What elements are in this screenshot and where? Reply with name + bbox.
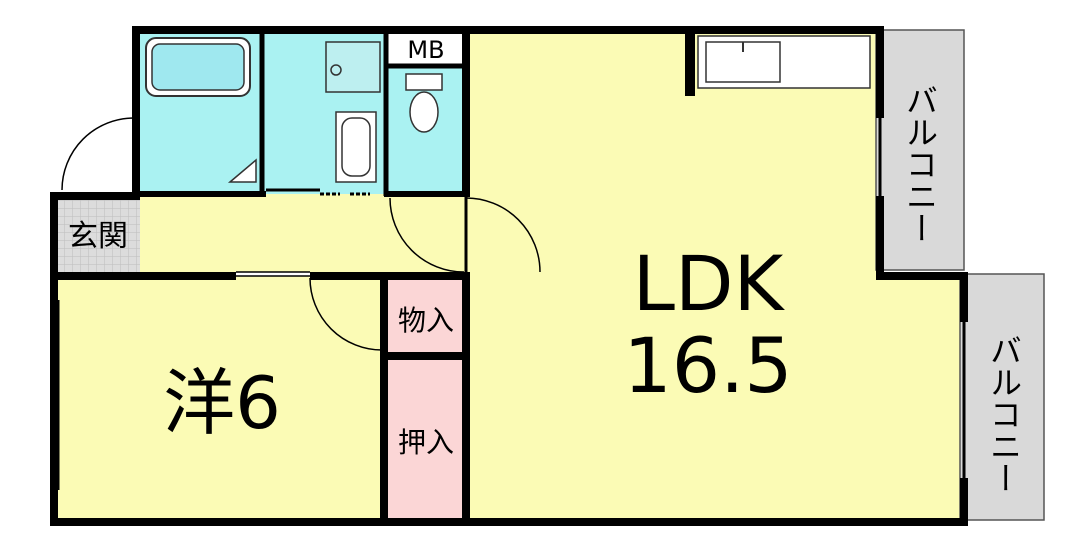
closet-label: 押入 bbox=[398, 426, 454, 459]
storage-room bbox=[386, 276, 466, 352]
walls bbox=[50, 26, 968, 526]
entrance-door bbox=[61, 117, 135, 191]
balcony-lower bbox=[959, 273, 1045, 521]
bath-door bbox=[227, 158, 257, 183]
toilet-tank bbox=[405, 73, 443, 91]
toilet-bowl bbox=[409, 91, 439, 133]
balcony-upper bbox=[875, 29, 965, 271]
ldk-name-label: LDK bbox=[633, 239, 786, 328]
western-room bbox=[58, 276, 384, 520]
meter-box-label: MB bbox=[407, 36, 444, 64]
entrance-label: 玄関 bbox=[68, 219, 128, 254]
storage-label: 物入 bbox=[398, 304, 454, 337]
ldk-room-lower bbox=[466, 276, 960, 520]
balcony-lower-label: バルコニー bbox=[985, 334, 1023, 494]
western-room-label: 洋6 bbox=[163, 361, 281, 445]
western-room-door bbox=[309, 277, 383, 351]
closet-room bbox=[386, 360, 466, 520]
ldk-size-label: 16.5 bbox=[623, 321, 792, 410]
meter-box bbox=[386, 30, 466, 66]
ldk-door bbox=[389, 197, 465, 273]
hallway bbox=[140, 194, 466, 272]
washing-machine-pan bbox=[325, 41, 381, 93]
entrance-area bbox=[58, 194, 140, 272]
balcony-upper-label: バルコニー bbox=[901, 84, 939, 244]
